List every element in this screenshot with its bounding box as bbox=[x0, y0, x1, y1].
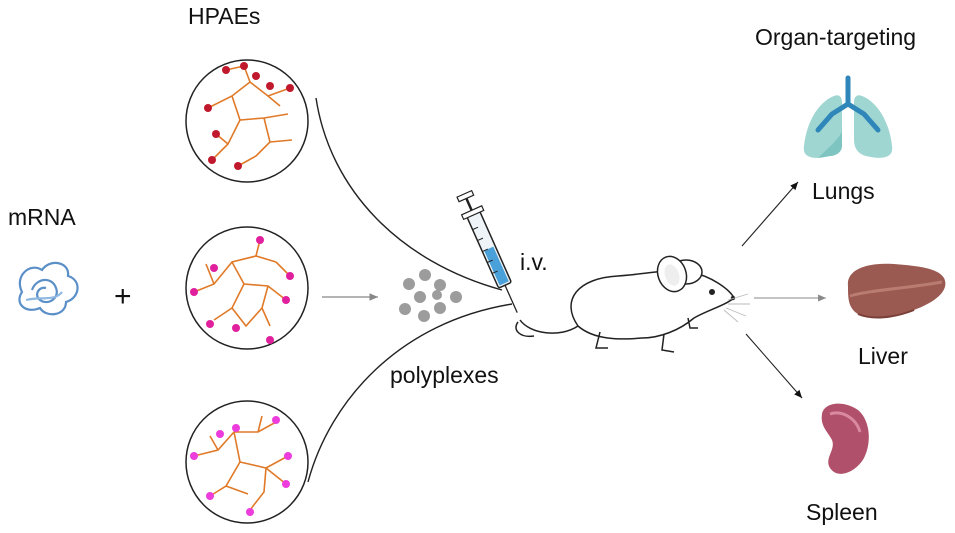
label-iv: i.v. bbox=[520, 249, 548, 275]
label-spleen: Spleen bbox=[806, 499, 878, 525]
label-lungs: Lungs bbox=[812, 178, 875, 204]
syringe-icon bbox=[456, 189, 518, 313]
end-groups-1 bbox=[204, 62, 294, 170]
liver-icon bbox=[847, 263, 946, 319]
label-mrna: mRNA bbox=[8, 204, 76, 230]
polymer-circle-1-icon bbox=[185, 59, 309, 183]
label-polyplexes: polyplexes bbox=[390, 362, 499, 388]
label-hpaes: HPAEs bbox=[188, 3, 260, 29]
mouse-icon bbox=[515, 255, 750, 353]
converge-curve-bottom bbox=[307, 303, 513, 483]
arrow-to-spleen bbox=[745, 333, 803, 399]
label-liver: Liver bbox=[858, 343, 908, 369]
arrow-to-lungs bbox=[741, 181, 799, 247]
label-plus: + bbox=[114, 280, 132, 313]
polymer-circle-2-icon bbox=[185, 226, 309, 350]
label-organ-targeting: Organ-targeting bbox=[755, 24, 916, 50]
mrna-icon bbox=[18, 261, 79, 316]
converge-curve-top bbox=[315, 97, 503, 291]
polymer-circle-3-icon bbox=[185, 400, 309, 524]
spleen-icon bbox=[821, 403, 869, 474]
lungs-icon bbox=[803, 75, 893, 158]
polyplex-dots bbox=[399, 269, 462, 322]
